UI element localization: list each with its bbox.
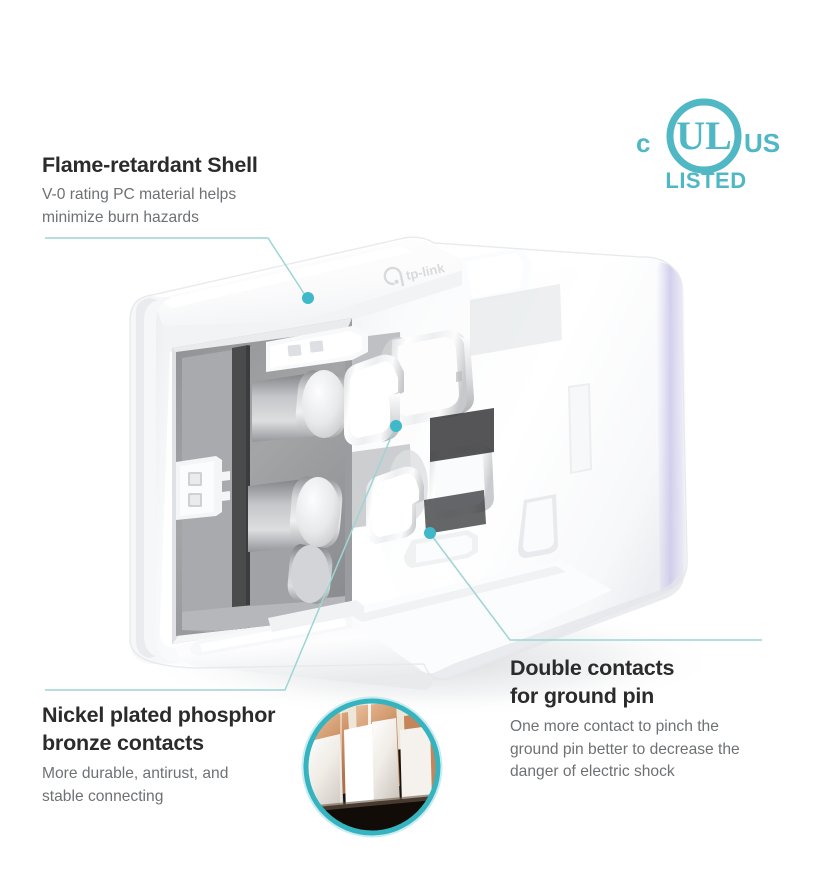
leader-dot-flame [302,292,314,304]
ul-listed-mark: c UL US LISTED [632,96,790,192]
callout-double-contacts-ground-pin: Double contacts for ground pin One more … [510,655,740,784]
callout-body: V-0 rating PC material helps minimize bu… [42,186,237,226]
callout-title: Flame-retardant Shell [42,153,258,177]
callout-body: One more contact to pinch the ground pin… [510,718,740,780]
leader-line-nickel [45,429,395,691]
leader-line-flame [45,237,306,296]
leader-dot-ground [424,527,436,539]
leader-line-ground [431,535,762,641]
nickel-plated-contacts [344,330,494,568]
callout-nickel-plated-contacts: Nickel plated phosphor bronze contacts M… [42,702,276,808]
internal-clip-bracket [176,456,230,520]
callout-body: More durable, antirust, and stable conne… [42,765,229,805]
callout-flame-retardant-shell: Flame-retardant Shell V-0 rating PC mate… [42,152,258,229]
ul-monogram: UL [676,113,732,158]
callout-title: Double contacts for ground pin [510,656,675,708]
ul-prefix-letter: c [636,128,650,158]
ul-suffix-letters: US [744,128,780,158]
leader-dot-nickel [390,420,402,432]
callout-title: Nickel plated phosphor bronze contacts [42,703,276,755]
ul-caption: LISTED [665,168,746,192]
top-bracket-tab [266,326,368,372]
